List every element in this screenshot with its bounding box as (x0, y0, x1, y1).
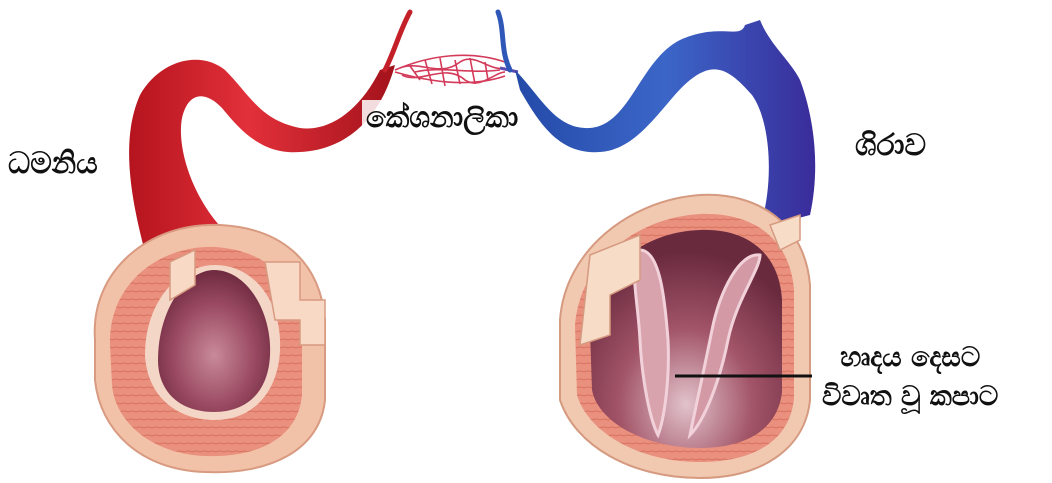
vein (498, 12, 815, 478)
valve-label: හෘදය දෙසට විවෘත වූ කපාට (822, 338, 998, 416)
vein-tube (515, 20, 815, 228)
artery-branch (385, 12, 410, 70)
vein-branch (498, 12, 510, 70)
vein-label: ශිරාව (855, 128, 926, 164)
capillary-label: කේශනාලිකා (362, 100, 522, 135)
valve-label-line-2: විවෘත වූ කපාට (822, 377, 998, 416)
artery-label: ධමනිය (8, 146, 98, 182)
artery (95, 12, 410, 472)
capillary-network (395, 55, 518, 86)
valve-label-line-1: හෘදය දෙසට (822, 338, 998, 377)
